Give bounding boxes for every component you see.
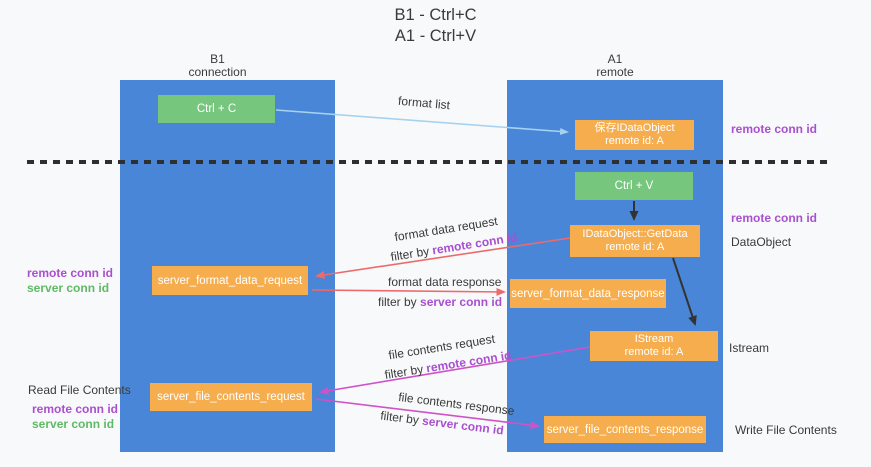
filter-prefix: filter by	[378, 295, 417, 309]
title-line-1: B1 - Ctrl+C	[394, 6, 477, 24]
server-format-data-response-label: server_format_data_response	[511, 287, 665, 300]
right-column-header: A1 remote	[507, 53, 723, 79]
server-format-data-request-node: server_format_data_request	[152, 266, 308, 295]
ctrl-v-node: Ctrl + V	[575, 172, 693, 200]
left-server-conn-id-label-1: server conn id	[27, 281, 110, 295]
ctrl-c-label: Ctrl + C	[196, 103, 237, 115]
format-data-response-arrow	[311, 287, 506, 296]
server-file-contents-request-node: server_file_contents_request	[150, 383, 312, 411]
format-data-response-label: format data response	[388, 275, 502, 289]
left-remote-conn-id-label-1: remote conn id	[27, 266, 114, 280]
istream-line2: remote id: A	[624, 346, 684, 358]
server-file-contents-response-node: server_file_contents_response	[544, 416, 706, 443]
istream-side-label: Istream	[729, 341, 770, 355]
dataobject-label: DataObject	[731, 235, 792, 249]
ctrl-c-node: Ctrl + C	[158, 95, 275, 123]
right-remote-conn-id-label-2: remote conn id	[731, 211, 818, 225]
title-line-2: A1 - Ctrl+V	[394, 27, 477, 45]
getdata-node: IDataObject::GetData remote id: A	[570, 225, 700, 257]
save-dataobject-line2: remote id: A	[605, 135, 664, 147]
getdata-line2: remote id: A	[605, 241, 665, 253]
server-file-contents-response-label: server_file_contents_response	[546, 423, 704, 436]
filter-prefix: filter by	[389, 244, 431, 264]
server-conn-id-keyword: server conn id	[421, 413, 505, 438]
istream-node: IStream remote id: A	[590, 331, 718, 361]
getdata-line1: IDataObject::GetData	[582, 228, 688, 240]
write-file-contents-label: Write File Contents	[735, 423, 837, 437]
right-column-role: remote	[596, 65, 634, 79]
format-list-label: format list	[397, 93, 451, 113]
format-data-response-filter-label: filter by server conn id	[378, 295, 502, 309]
left-column-header: B1 connection	[110, 53, 325, 79]
server-conn-id-keyword: server conn id	[420, 295, 503, 309]
left-column-name: B1	[210, 52, 225, 66]
istream-line1: IStream	[634, 333, 674, 345]
filter-prefix: filter by	[383, 362, 425, 382]
diagram-title: B1 - Ctrl+C A1 - Ctrl+V	[0, 5, 871, 47]
server-file-contents-request-label: server_file_contents_request	[157, 391, 305, 403]
save-dataobject-line1: 保存IDataObject	[594, 122, 675, 134]
save-dataobject-node: 保存IDataObject remote id: A	[575, 120, 694, 150]
ctrl-v-label: Ctrl + V	[614, 180, 654, 192]
server-format-data-request-label: server_format_data_request	[157, 274, 303, 287]
filter-prefix: filter by	[379, 408, 420, 428]
left-column-role: connection	[188, 65, 247, 79]
read-file-contents-label: Read File Contents	[28, 383, 131, 397]
left-server-conn-id-label-2: server conn id	[32, 417, 115, 431]
server-format-data-response-node: server_format_data_response	[510, 279, 666, 308]
left-remote-conn-id-label-2: remote conn id	[32, 402, 119, 416]
right-remote-conn-id-label-1: remote conn id	[731, 122, 818, 136]
right-column-name: A1	[607, 52, 623, 66]
